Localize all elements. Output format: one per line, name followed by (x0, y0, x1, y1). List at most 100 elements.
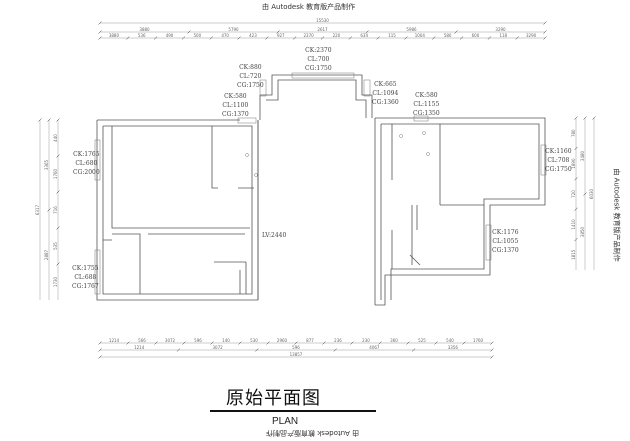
window-right-lower (485, 224, 492, 261)
dimension-tick (266, 341, 270, 345)
dimension-tick (350, 341, 354, 345)
left-detail-dimension-value: 1760 (53, 168, 58, 179)
dimension-tick (98, 341, 102, 345)
bottom-detail-dimension-value: 1214 (109, 338, 120, 343)
bottom-detail-dimension-value: 236 (334, 338, 342, 343)
drain-icon (254, 173, 258, 177)
top-dimension-value: 5790 (228, 27, 239, 32)
window-top-center (291, 72, 355, 79)
drain-icon (245, 153, 249, 157)
dimension-tick (543, 21, 547, 25)
top-bay-wall (260, 74, 373, 118)
bottom-detail-dimension-value: 525 (418, 338, 426, 343)
beam-label: LV:2440 (262, 232, 287, 239)
window-top-left (259, 79, 267, 97)
dimension-tick (265, 36, 269, 40)
dimension-tick (56, 262, 60, 266)
dimension-tick (490, 355, 494, 359)
top-dimension-value: 2617 (317, 27, 328, 32)
top-detail-dimension-value: 423 (249, 33, 257, 38)
bottom-dimension-value: 4067 (369, 345, 380, 350)
drain-icon (422, 131, 426, 135)
dimension-tick (98, 348, 102, 352)
dimension-tick (365, 30, 369, 34)
window-left-lower (94, 249, 101, 295)
top-detail-dimension-value: 2370 (304, 33, 315, 38)
top-detail-dimension-value: 3290 (526, 33, 537, 38)
top-detail-dimension-value: 500 (194, 33, 202, 38)
dimension-tick (459, 36, 464, 40)
top-dimension-value: 5986 (406, 27, 417, 32)
top-detail-dimension-value: 118 (499, 33, 507, 38)
top-detail-dimension-value: 3880 (109, 33, 120, 38)
bottom-detail-dimension-value: 596 (194, 338, 202, 343)
dimension-tick (583, 192, 587, 196)
dimension-tick (434, 341, 438, 345)
left-detail-dimension-value: 440 (53, 134, 58, 142)
dimension-tick (487, 36, 492, 40)
window-left-bedroom (94, 139, 101, 181)
dimension-tick (574, 177, 578, 181)
top-dimension-value: 3290 (495, 27, 506, 32)
dimension-tick (462, 341, 466, 345)
dimension-tick (348, 36, 352, 40)
dimension-tick (181, 36, 186, 40)
dimension-tick (56, 226, 60, 230)
left-detail-dimension-value: 1730 (53, 276, 58, 287)
bottom-detail-dimension-value: 877 (306, 338, 314, 343)
dimension-tick (543, 36, 547, 40)
top-detail-dimension-value: 470 (221, 33, 229, 38)
dimension-tick (153, 36, 158, 40)
right-detail-dimension-value: 720 (571, 190, 576, 198)
dimension-tick (293, 36, 297, 40)
left-total-dimension-value: 6317 (35, 204, 40, 215)
dimension-tick (56, 118, 60, 122)
bottom-detail-dimension-value: 230 (362, 338, 370, 343)
dimension-tick (276, 30, 280, 34)
bottom-detail-dimension-value: 140 (222, 338, 230, 343)
dimension-tick (322, 341, 326, 345)
bottom-dimension-value: 1214 (134, 345, 145, 350)
left-inner-walls (103, 126, 254, 294)
left-unit-outer-wall (96, 95, 261, 301)
dimension-tick (490, 348, 494, 352)
dimension-tick (126, 36, 130, 40)
dimension-tick (404, 36, 408, 40)
dimension-tick (176, 348, 181, 352)
dimension-tick (574, 146, 578, 151)
top-detail-dimension-value: 600 (472, 33, 480, 38)
bottom-total-dimension-value: 13857 (290, 352, 303, 357)
right-detail-dimension-value: 1815 (571, 249, 576, 260)
right-detail-dimension-value: 780 (571, 129, 576, 137)
watermark-bottom: 由 Autodesk 教育版产品制作 (266, 429, 360, 437)
top-detail-dimension-value: 580 (444, 33, 452, 38)
right-detail-dimension-value: 1890 (571, 158, 576, 169)
top-total-dimension-value: 15530 (316, 18, 329, 23)
watermark-right: 由 Autodesk 教育版产品制作 (612, 168, 621, 262)
dimension-tick (56, 154, 60, 158)
bottom-detail-dimension-value: 3072 (165, 338, 176, 343)
bottom-detail-dimension-value: 530 (250, 338, 258, 343)
dimension-tick (98, 355, 102, 359)
top-detail-dimension-value: 115 (388, 33, 396, 38)
right-detail-dimension-value: 1410 (571, 219, 576, 230)
windows (94, 72, 547, 295)
dimension-tick (209, 36, 213, 40)
dimension-tick (378, 341, 382, 345)
window-left-upper (237, 117, 257, 124)
drain-icon (399, 134, 403, 138)
dimension-tick (56, 190, 60, 194)
dimension-tick (255, 348, 259, 352)
top-detail-dimension-value: 220 (333, 33, 341, 38)
right-inner-walls (391, 124, 484, 269)
dimension-tick (574, 207, 578, 211)
dimension-tick (406, 341, 410, 345)
